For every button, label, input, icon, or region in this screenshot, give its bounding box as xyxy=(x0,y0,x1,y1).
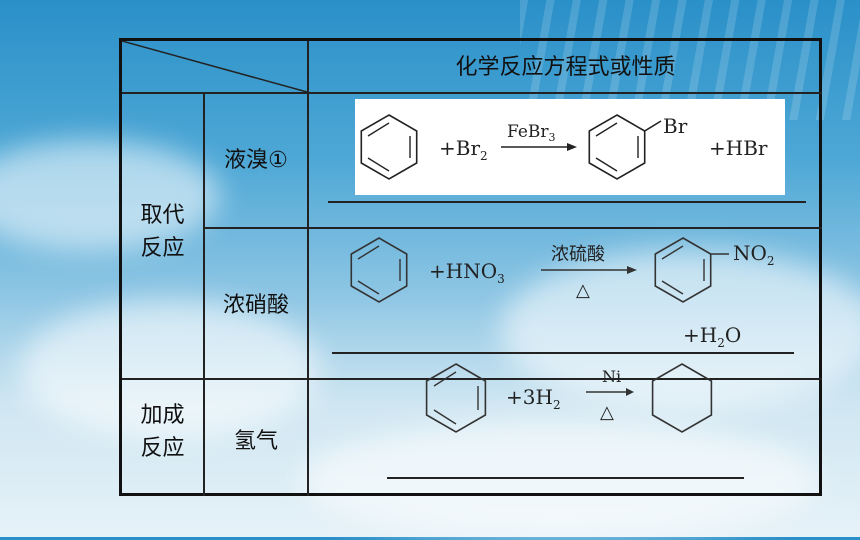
svg-text:+Br2: +Br2 xyxy=(439,136,488,163)
heat-condition-icon: △ xyxy=(576,280,590,301)
reactant-text: +HNO xyxy=(429,259,497,283)
hydrogenation-equation: +3H2 Ni △ xyxy=(425,363,713,433)
col-divider xyxy=(307,41,309,496)
answer-line xyxy=(328,201,806,203)
reactant-text: +3H xyxy=(506,385,553,409)
substituent-text: NO xyxy=(733,241,767,265)
svg-text:FeBr3: FeBr3 xyxy=(507,122,556,144)
reactant-subscript: 2 xyxy=(480,149,488,163)
cyclohexane-icon xyxy=(651,363,713,433)
svg-text:+H2O: +H2O xyxy=(683,323,741,350)
benzene-icon xyxy=(360,114,418,180)
header-title: 化学反应方程式或性质 xyxy=(455,55,676,80)
category-line2: 反应 xyxy=(140,436,185,461)
byproduct-text: +HBr xyxy=(709,136,768,160)
svg-text:NO2: NO2 xyxy=(733,241,775,268)
bromination-equation: +Br2 FeBr3 Br +HBr xyxy=(355,99,785,195)
answer-line xyxy=(387,477,744,479)
category-label: 加成 反应 xyxy=(122,399,203,465)
reagent-label: 液溴① xyxy=(224,148,288,173)
reaction-arrow-icon xyxy=(501,143,577,151)
heat-condition-icon: △ xyxy=(600,402,614,423)
reactant-text: +Br xyxy=(439,136,480,160)
benzene-icon xyxy=(588,114,662,180)
substituent-text: Br xyxy=(663,114,688,138)
category-line1: 取代 xyxy=(140,203,185,228)
byproduct-subscript: 2 xyxy=(717,336,725,350)
benzene-icon xyxy=(654,237,729,303)
catalyst-text: Ni xyxy=(602,367,621,386)
category-line2: 反应 xyxy=(140,236,185,261)
row-divider xyxy=(122,378,822,380)
reaction-arrow-icon xyxy=(586,388,634,396)
reagent-label: 浓硝酸 xyxy=(222,293,289,318)
reactant-subscript: 3 xyxy=(497,272,505,286)
byproduct-text: +H xyxy=(683,323,717,347)
svg-text:+HNO3: +HNO3 xyxy=(429,259,505,286)
svg-text:+3H2: +3H2 xyxy=(506,385,561,412)
reactant-subscript: 2 xyxy=(553,398,561,412)
reaction-arrow-icon xyxy=(541,266,637,274)
benzene-icon xyxy=(350,237,408,303)
reagent-label: 氢气 xyxy=(233,429,278,454)
catalyst-text: 浓硫酸 xyxy=(551,244,605,265)
catalyst-subscript: 3 xyxy=(549,131,556,144)
col-divider xyxy=(203,93,205,496)
nitration-equation: +HNO3 浓硫酸 △ NO2 +H2O xyxy=(350,237,775,350)
byproduct-text: O xyxy=(725,323,741,347)
reaction-table: 化学反应方程式或性质 取代 反应 加成 反应 液溴① 浓硝酸 氢气 xyxy=(119,38,822,496)
row-divider xyxy=(203,227,822,229)
answer-line xyxy=(332,352,794,354)
row-divider xyxy=(122,92,822,94)
category-label: 取代 反应 xyxy=(122,199,203,265)
catalyst-text: FeBr xyxy=(507,122,549,142)
header-diagonal xyxy=(122,41,308,93)
substituent-subscript: 2 xyxy=(767,254,775,268)
category-line1: 加成 xyxy=(140,403,185,428)
benzene-icon xyxy=(425,363,487,433)
